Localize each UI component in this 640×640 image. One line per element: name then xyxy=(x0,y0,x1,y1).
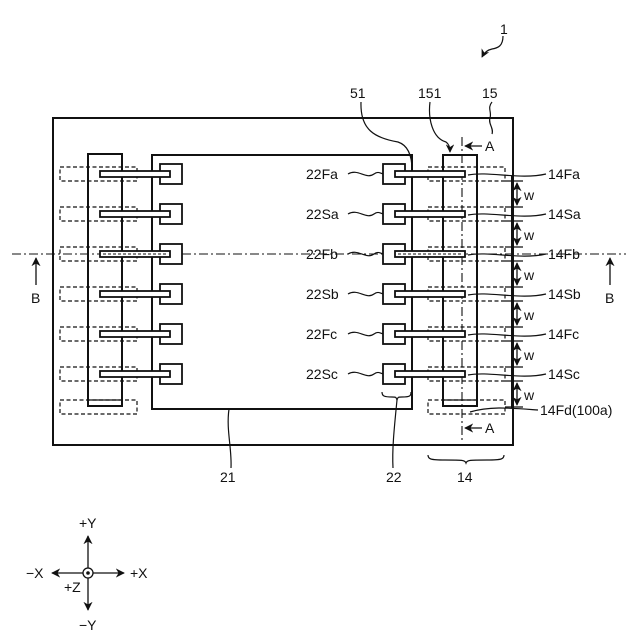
wire-leader xyxy=(361,102,412,170)
minus-x-label: −X xyxy=(26,565,44,581)
terminal-leader xyxy=(468,214,546,216)
axes-legend: +Y −Y +X −X +Z xyxy=(26,515,148,633)
plus-y-label: +Y xyxy=(79,515,97,531)
wire-label: 51 xyxy=(350,85,366,101)
chip-outline xyxy=(152,155,412,409)
chip-label: 21 xyxy=(220,469,236,485)
left-bond-wire xyxy=(100,291,170,297)
terminal-leader xyxy=(468,374,546,376)
plus-z-label: +Z xyxy=(64,579,81,595)
terminal-label: 14Sb xyxy=(548,286,581,302)
chip-pad-label: 22Fc xyxy=(306,326,337,342)
left-bond-wire xyxy=(100,331,170,337)
w-label: w xyxy=(523,387,535,403)
terminal-label: 14Sa xyxy=(548,206,581,222)
right-bond-wire xyxy=(395,171,465,177)
section-b-right-label: B xyxy=(605,290,614,306)
chip-pad-leader xyxy=(348,212,383,215)
pad-group-label: 22 xyxy=(386,469,402,485)
chip-pad-leader xyxy=(348,332,383,335)
terminal-leader xyxy=(468,334,546,336)
terminal-label: 14Sc xyxy=(548,366,580,382)
chip-pad-label: 22Sc xyxy=(306,366,338,382)
left-terminal-strip xyxy=(88,154,122,406)
via-region-leader xyxy=(430,102,450,152)
chip-pad-label: 22Fb xyxy=(306,246,338,262)
section-a-top-label: A xyxy=(485,138,495,154)
chip-leader xyxy=(228,409,231,468)
terminal-rows: 22Fa 14Fa 22Sa 14Sa 22Fb 14Fb 22Sb 14Sb 22Fc 14Fc… xyxy=(60,164,581,384)
chip-pad-label: 22Sb xyxy=(306,286,339,302)
pad-group-brace xyxy=(382,392,411,400)
terminal-group-label: 14 xyxy=(457,469,473,485)
chip-pad-leader xyxy=(348,292,383,295)
left-bond-wire xyxy=(100,211,170,217)
extra-terminal-leader xyxy=(470,408,538,412)
terminal-label: 14Fa xyxy=(548,166,580,182)
plus-x-label: +X xyxy=(130,565,148,581)
outer-frame-label: 15 xyxy=(482,85,498,101)
w-label: w xyxy=(523,347,535,363)
chip-pad-leader xyxy=(348,172,383,175)
terminal-leader xyxy=(468,174,546,176)
chip-pad-label: 22Sa xyxy=(306,206,339,222)
right-bond-wire xyxy=(395,291,465,297)
section-a-bottom-label: A xyxy=(485,420,495,436)
left-bond-wire xyxy=(100,371,170,377)
w-label: w xyxy=(523,307,535,323)
minus-y-label: −Y xyxy=(79,617,97,633)
w-label: w xyxy=(523,267,535,283)
via-region-label: 151 xyxy=(418,85,442,101)
section-b-left-label: B xyxy=(31,290,40,306)
w-label: w xyxy=(523,187,535,203)
terminal-leader xyxy=(468,294,546,296)
right-bond-wire xyxy=(395,331,465,337)
terminal-label: 14Fb xyxy=(548,246,580,262)
terminal-label: 14Fc xyxy=(548,326,579,342)
chip-pad-label: 22Fa xyxy=(306,166,338,182)
figure-reference-leader xyxy=(482,36,503,57)
right-terminal-strip xyxy=(443,155,477,406)
spacing-dimensions: w w w w w w xyxy=(505,181,535,407)
right-bond-wire xyxy=(395,211,465,217)
left-bond-wire xyxy=(100,171,170,177)
pad-group-leader xyxy=(393,400,397,468)
w-label: w xyxy=(523,227,535,243)
right-bond-wire xyxy=(395,371,465,377)
plus-z-dot xyxy=(86,571,90,575)
terminal-group-brace xyxy=(428,455,504,463)
chip-pad-leader xyxy=(348,372,383,375)
figure-reference-label: 1 xyxy=(500,21,508,37)
extra-terminal-label: 14Fd(100a) xyxy=(540,402,612,418)
